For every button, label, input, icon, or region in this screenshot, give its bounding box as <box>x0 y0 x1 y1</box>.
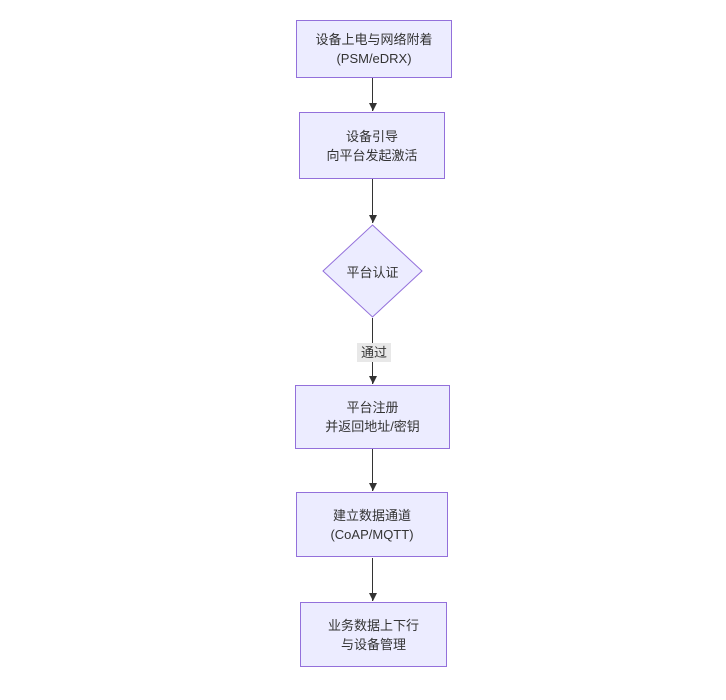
node-auth-label: 平台认证 <box>346 264 399 280</box>
node-bootstrap: 设备引导 向平台发起激活 <box>299 112 445 179</box>
diamond-shape <box>322 224 423 318</box>
node-channel-line1: 建立数据通道 <box>332 507 411 523</box>
node-business-line1: 业务数据上下行 <box>327 617 419 633</box>
node-business-line2: 与设备管理 <box>340 636 406 652</box>
node-register-line1: 平台注册 <box>346 400 399 415</box>
node-power-attach-line1: 设备上电与网络附着 <box>315 32 433 47</box>
edge-power-to-bootstrap <box>368 78 377 111</box>
edge-channel-to-business <box>368 558 377 601</box>
node-auth-decision: 平台认证 <box>322 224 423 318</box>
edge-register-to-channel <box>368 449 377 491</box>
node-channel-line2: (CoAP/MQTT) <box>330 526 414 542</box>
node-power-attach: 设备上电与网络附着 (PSM/eDRX) <box>296 20 452 78</box>
edge-label-pass: 通过 <box>356 343 392 362</box>
node-bootstrap-line2: 向平台发起激活 <box>326 147 418 163</box>
node-bootstrap-line1: 设备引导 <box>345 128 398 144</box>
node-business: 业务数据上下行 与设备管理 <box>300 602 447 667</box>
node-channel: 建立数据通道 (CoAP/MQTT) <box>296 492 448 557</box>
node-register-line2: 并返回地址/密钥 <box>325 419 420 434</box>
edge-bootstrap-to-auth <box>368 179 377 223</box>
node-power-attach-line2: (PSM/eDRX) <box>336 51 412 66</box>
node-register: 平台注册 并返回地址/密钥 <box>295 385 450 449</box>
